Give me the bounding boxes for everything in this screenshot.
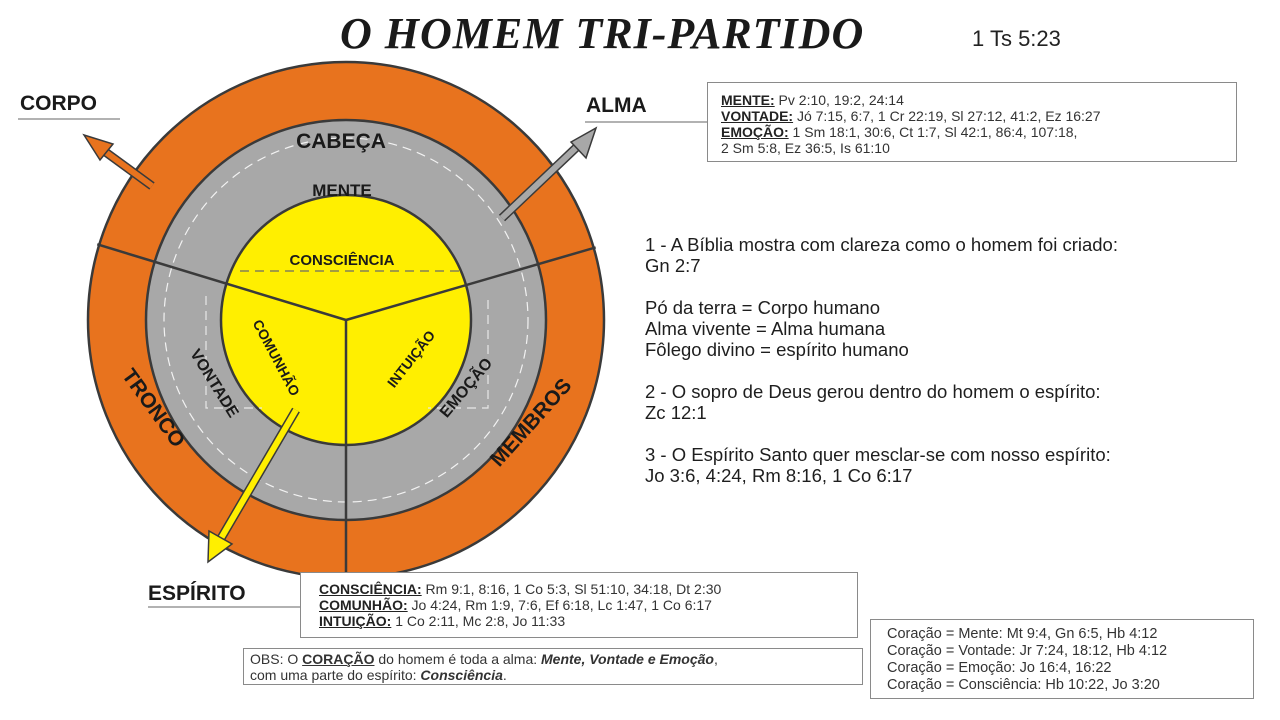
point-1: 1 - A Bíblia mostra com clareza como o h… — [645, 234, 1118, 276]
alma-references-box: MENTE: Pv 2:10, 19:2, 24:14 VONTADE: Jó … — [707, 82, 1237, 162]
espirito-references-box: CONSCIÊNCIA: Rm 9:1, 8:16, 1 Co 5:3, Sl … — [300, 572, 858, 638]
alma-arrow — [498, 126, 598, 222]
coracao-emocao: Coração = Emoção: Jo 16:4, 16:22 — [887, 660, 1112, 676]
espirito-arrow — [207, 407, 300, 564]
alma-ref-mente: MENTE: Pv 2:10, 19:2, 24:14 — [721, 92, 904, 108]
label-alma: ALMA — [586, 94, 647, 117]
obs-line-1: OBS: O CORAÇÃO do homem é toda a alma: M… — [250, 651, 718, 667]
label-consciencia: CONSCIÊNCIA — [289, 251, 394, 269]
alma-ref-emocao: EMOÇÃO: 1 Sm 18:1, 30:6, Ct 1:7, Sl 42:1… — [721, 124, 1078, 140]
coracao-consciencia: Coração = Consciência: Hb 10:22, Jo 3:20 — [887, 677, 1160, 693]
label-corpo: CORPO — [20, 92, 98, 115]
obs-box: OBS: O CORAÇÃO do homem é toda a alma: M… — [243, 648, 863, 685]
coracao-references-box: Coração = Mente: Mt 9:4, Gn 6:5, Hb 4:12… — [870, 619, 1254, 699]
sector-dividers — [86, 231, 606, 580]
vontade-dashed-bracket — [205, 296, 262, 409]
corpo-arrow — [82, 133, 155, 190]
espirito-ref-consciencia: CONSCIÊNCIA: Rm 9:1, 8:16, 1 Co 5:3, Sl … — [319, 581, 722, 597]
label-mente: MENTE — [312, 181, 372, 200]
label-espirito: ESPÍRITO — [148, 582, 246, 605]
label-cabeca: CABEÇA — [296, 130, 386, 153]
obs-line-2: com uma parte do espírito: Consciência. — [250, 667, 507, 683]
coracao-mente: Coração = Mente: Mt 9:4, Gn 6:5, Hb 4:12 — [887, 626, 1158, 642]
emocao-dashed-bracket — [428, 300, 489, 409]
page-title: O HOMEM TRI-PARTIDO — [340, 9, 865, 58]
alma-ref-vontade: VONTADE: Jó 7:15, 6:7, 1 Cr 22:19, Sl 27… — [721, 108, 1101, 124]
coracao-vontade: Coração = Vontade: Jr 7:24, 18:12, Hb 4:… — [887, 643, 1168, 659]
espirito-ref-comunhao: COMUNHÃO: Jo 4:24, Rm 1:9, 7:6, Ef 6:18,… — [319, 597, 712, 613]
alma-ref-emocao-cont: 2 Sm 5:8, Ez 36:5, Is 61:10 — [721, 140, 890, 156]
title-reference: 1 Ts 5:23 — [972, 26, 1061, 51]
espirito-ref-intuicao: INTUIÇÃO: 1 Co 2:11, Mc 2:8, Jo 11:33 — [319, 613, 566, 629]
point-3: 3 - O Espírito Santo quer mesclar-se com… — [645, 444, 1111, 486]
explanation-points: 1 - A Bíblia mostra com clareza como o h… — [645, 234, 1118, 507]
point-2: 2 - O sopro de Deus gerou dentro do home… — [645, 381, 1101, 423]
point-composition: Pó da terra = Corpo humano Alma vivente … — [645, 297, 909, 360]
